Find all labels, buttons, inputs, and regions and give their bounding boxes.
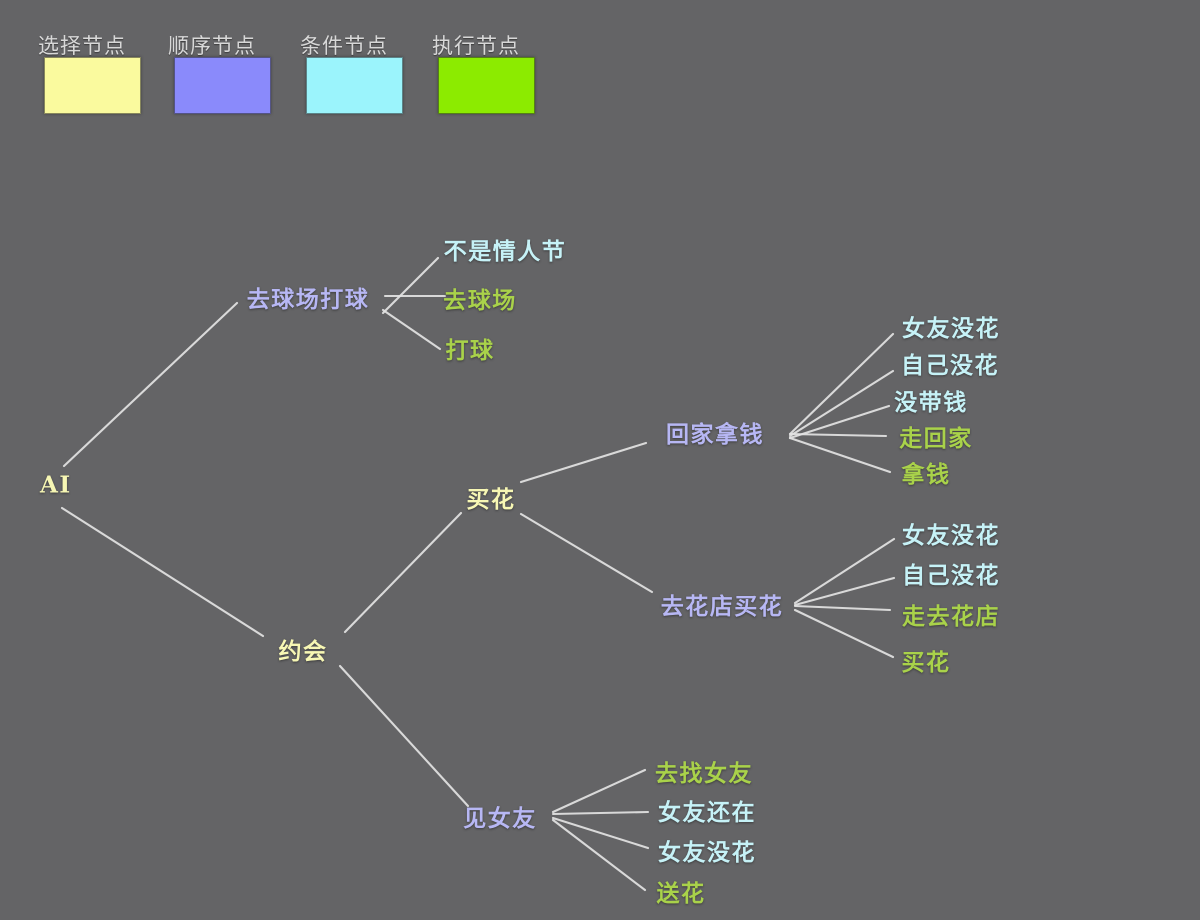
edge-gohomemoney-to-self_noflower_1 [788, 369, 895, 438]
edge-goshop-to-buyflower_act [793, 608, 895, 659]
tree-node-ai[interactable]: AI [40, 471, 72, 499]
tree-node-gf_noflower_3[interactable]: 女友没花 [658, 840, 756, 866]
tree-node-notvalentine[interactable]: 不是情人节 [443, 239, 567, 265]
legend-swatch-condition [306, 57, 403, 114]
tree-node-gf_noflower_2[interactable]: 女友没花 [902, 523, 1000, 549]
tree-node-walkhome[interactable]: 走回家 [899, 426, 973, 452]
legend: 选择节点 顺序节点 条件节点 执行节点 [0, 0, 600, 175]
tree-node-goplay[interactable]: 去球场打球 [246, 287, 370, 313]
legend-label-action: 执行节点 [432, 34, 520, 58]
tree-node-nomoney[interactable]: 没带钱 [894, 390, 968, 416]
tree-node-gohomemoney[interactable]: 回家拿钱 [666, 422, 764, 448]
legend-label-sequence: 顺序节点 [168, 34, 256, 58]
tree-node-gf_noflower_1[interactable]: 女友没花 [902, 316, 1000, 342]
tree-node-walkshop[interactable]: 走去花店 [902, 604, 1000, 630]
tree-node-gofield[interactable]: 去球场 [443, 288, 517, 314]
tree-node-self_noflower_2[interactable]: 自己没花 [902, 563, 1000, 589]
edge-ai-to-date [60, 506, 265, 638]
edge-goplay-to-notvalentine [381, 256, 440, 315]
edge-gohomemoney-to-walkhome [788, 432, 888, 438]
edge-gohomemoney-to-gf_noflower_1 [788, 332, 895, 436]
edge-meetgf-to-gf_noflower_3 [551, 816, 650, 850]
tree-node-playball[interactable]: 打球 [445, 338, 495, 364]
edge-gohomemoney-to-takemoney [788, 436, 892, 474]
edge-gohomemoney-to-nomoney [788, 404, 891, 440]
edge-date-to-meetgf [338, 664, 470, 808]
edge-meetgf-to-findgf [551, 768, 647, 814]
tree-node-buyflower_act[interactable]: 买花 [901, 650, 951, 676]
tree-node-findgf[interactable]: 去找女友 [655, 761, 753, 787]
legend-swatch-selector [44, 57, 141, 114]
legend-swatch-sequence [174, 57, 271, 114]
tree-node-self_noflower_1[interactable]: 自己没花 [901, 353, 999, 379]
tree-node-takemoney[interactable]: 拿钱 [901, 462, 951, 488]
tree-node-giveflower[interactable]: 送花 [656, 881, 706, 907]
tree-node-gf_still[interactable]: 女友还在 [658, 800, 756, 826]
edge-goplay-to-playball [381, 308, 442, 351]
tree-node-date[interactable]: 约会 [278, 638, 328, 665]
edge-goshop-to-walkshop [793, 604, 892, 612]
legend-label-selector: 选择节点 [38, 34, 126, 58]
edge-goshop-to-gf_noflower_2 [793, 537, 896, 605]
edge-meetgf-to-gf_still [551, 810, 650, 816]
edge-date-to-buyflower [343, 511, 463, 634]
edge-goshop-to-self_noflower_2 [793, 576, 896, 607]
edge-buyflower-to-gohomemoney [519, 441, 648, 484]
legend-swatch-action [438, 57, 535, 114]
edge-ai-to-goplay [62, 301, 239, 468]
legend-label-condition: 条件节点 [300, 34, 388, 58]
tree-node-meetgf[interactable]: 见女友 [463, 806, 537, 832]
tree-node-goshop[interactable]: 去花店买花 [660, 594, 784, 620]
edge-buyflower-to-goshop [519, 512, 654, 594]
tree-node-buyflower[interactable]: 买花 [466, 486, 516, 513]
edge-meetgf-to-giveflower [551, 818, 647, 892]
